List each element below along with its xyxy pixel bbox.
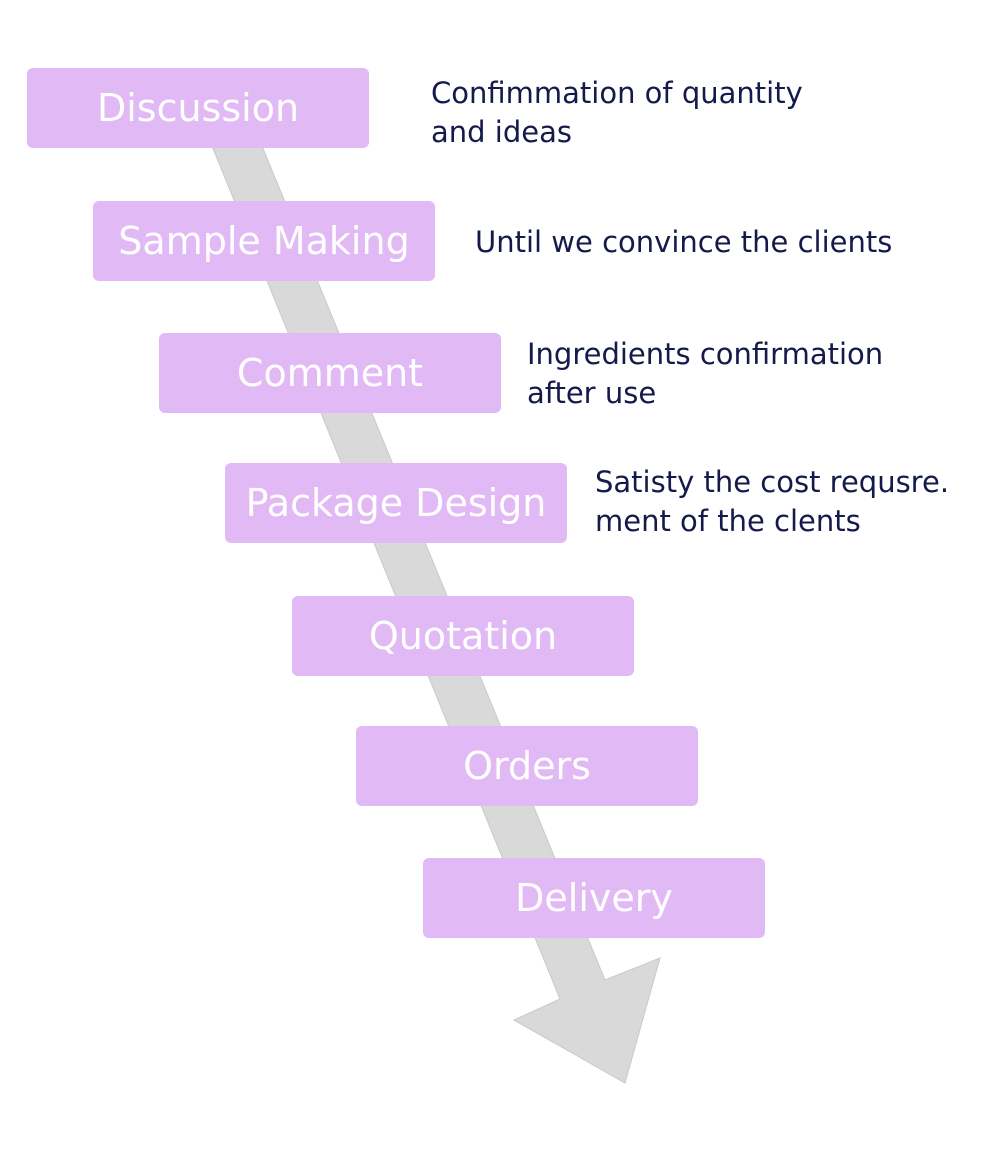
step-discussion: Discussion xyxy=(27,68,369,148)
note-comment: Ingredients confirmation after use xyxy=(527,337,884,410)
note-discussion: Confimmation of quantity and ideas xyxy=(431,76,803,149)
note-package-design: Satisty the cost requsre. ment of the cl… xyxy=(595,465,950,538)
step-sample-making: Sample Making xyxy=(93,201,435,281)
step-delivery: Delivery xyxy=(423,858,765,938)
step-package-design: Package Design xyxy=(225,463,567,543)
step-comment: Comment xyxy=(159,333,501,413)
step-quotation: Quotation xyxy=(292,596,634,676)
step-orders: Orders xyxy=(356,726,698,806)
note-sample-making: Until we convince the clients xyxy=(475,225,893,259)
